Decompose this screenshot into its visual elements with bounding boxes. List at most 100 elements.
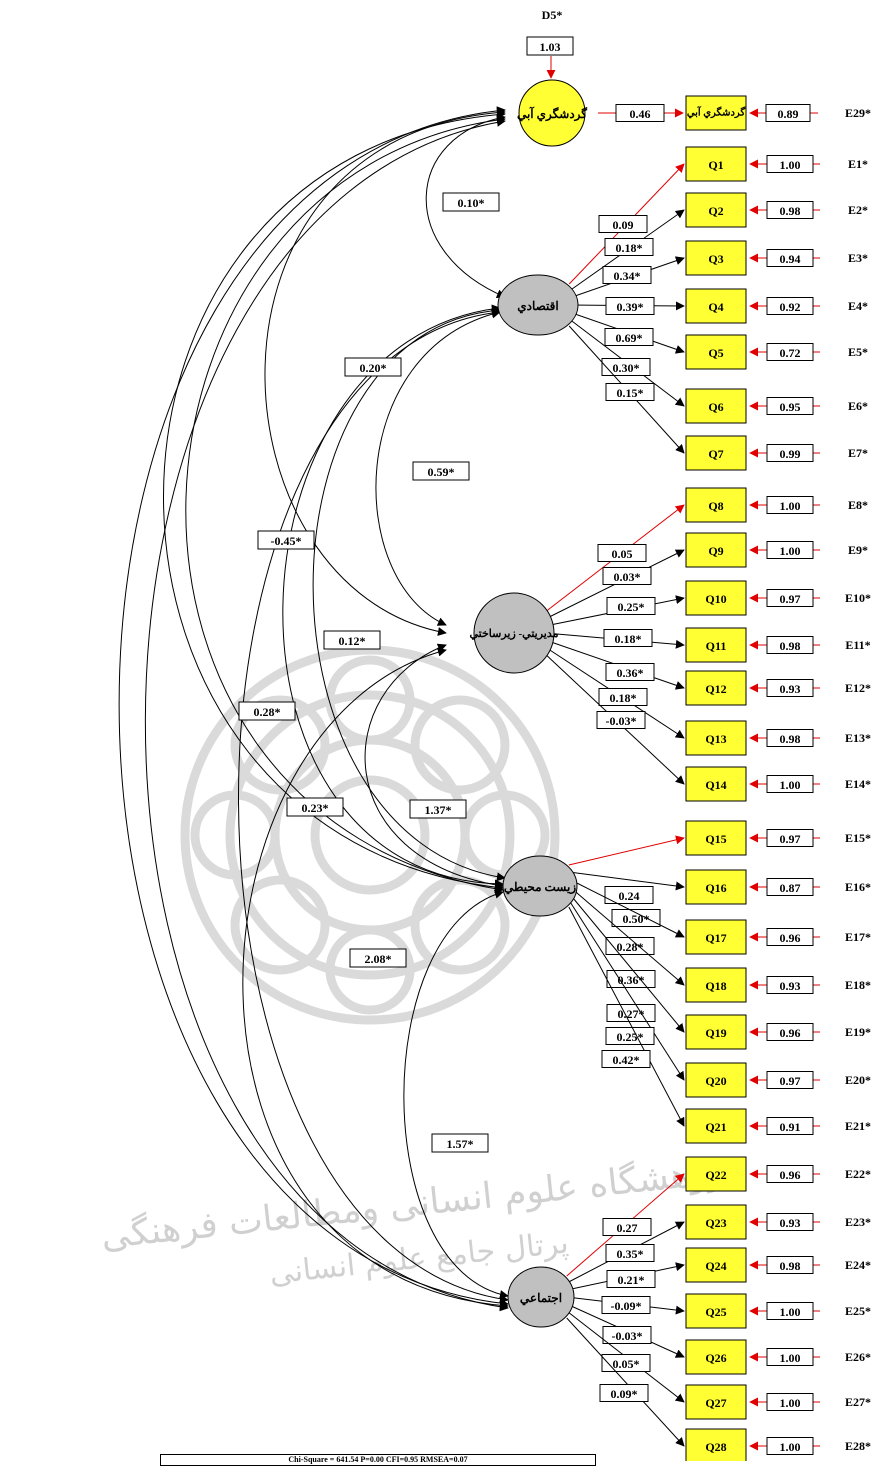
covariance-label: 1.57* [431, 1133, 489, 1153]
error-variance: 0.93 [766, 1213, 814, 1231]
error-variance: 0.99 [766, 444, 814, 462]
loading-label-text: 0.69* [616, 331, 643, 345]
indicator-q23: Q23 [685, 1204, 747, 1240]
indicator-label: Q23 [705, 1216, 726, 1230]
indicator-box [685, 288, 747, 324]
error-variance: 0.97 [766, 1071, 814, 1089]
error-variance-box [766, 249, 814, 267]
loading-label-text: 0.15* [617, 386, 644, 400]
loading-label-box [611, 909, 661, 927]
indicator-box [685, 1293, 747, 1329]
loading-label: 0.25* [605, 1027, 655, 1045]
indicator-label: Q21 [705, 1120, 726, 1134]
error-label: E27* [845, 1395, 871, 1409]
loading-label-text: 0.24 [619, 889, 640, 903]
error-label: E18* [845, 978, 871, 992]
covariance-label: 0.20* [344, 357, 402, 377]
covariance-label-text: 0.28* [254, 705, 281, 719]
latent-ellipse [518, 79, 586, 147]
covariance-label: -0.45* [257, 530, 315, 550]
indicator-label: Q20 [705, 1074, 726, 1088]
loading-label-box [601, 1354, 651, 1372]
latent-l0: گردشگري آبي [517, 79, 587, 147]
loading-label: 0.05* [601, 1354, 651, 1372]
error-variance-box [766, 1213, 814, 1231]
error-variance-text: 0.92 [780, 300, 801, 314]
error-variance-box [766, 729, 814, 747]
error-label: E9* [848, 543, 868, 557]
loading-label-text: 0.27* [618, 1007, 645, 1021]
error-variance-box [766, 155, 814, 173]
covariance-label-text: 0.10* [458, 196, 485, 210]
indicator-q10: Q10 [685, 580, 747, 616]
loading-label-box [603, 629, 653, 647]
loading-label: -0.03* [602, 1326, 652, 1344]
covariance-label: 0.28* [238, 701, 296, 721]
loading-label: 0.36* [605, 663, 655, 681]
indicator-box [685, 967, 747, 1003]
error-label: E17* [845, 930, 871, 944]
error-variance: 0.97 [766, 829, 814, 847]
disturbance-label: D5* [542, 8, 563, 22]
indicator-box [685, 240, 747, 276]
loading-label-box [596, 711, 646, 729]
covariance-arc [144, 117, 509, 1312]
loading-label-text: 0.42* [613, 1053, 640, 1067]
indicator-box [685, 1384, 747, 1420]
error-label: E13* [845, 731, 871, 745]
loading-label-text: 0.21* [618, 1273, 645, 1287]
loading-label-text: -0.03* [606, 714, 637, 728]
loading-label: 0.21* [606, 1270, 656, 1288]
covariance-label-box [323, 630, 381, 650]
error-variance: 0.89 [765, 104, 811, 122]
loading-label-box [606, 597, 656, 615]
covariance-label: 0.12* [323, 630, 381, 650]
indicator-q1: Q1 [685, 146, 747, 182]
loading-label: 0.30* [601, 358, 651, 376]
loading-path [568, 906, 685, 1127]
loading-label-box [602, 266, 652, 284]
indicator-q22: Q22 [685, 1156, 747, 1192]
error-variance-box [766, 397, 814, 415]
indicator-q26: Q26 [685, 1339, 747, 1375]
covariance-arc [163, 110, 506, 892]
loading-label-box [599, 1384, 649, 1402]
loading-path [568, 885, 685, 986]
error-variance-text: 0.89 [778, 107, 799, 121]
indicator-label: Q27 [705, 1396, 726, 1410]
loading-path [568, 892, 685, 1033]
indicator-label: Q12 [705, 682, 726, 696]
covariance-label-box [257, 530, 315, 550]
loading-label: 0.05 [597, 544, 647, 562]
latent-l2: مديريتي- زيرساختي [469, 592, 559, 674]
indicator-q27: Q27 [685, 1384, 747, 1420]
error-variance: 0.98 [766, 636, 814, 654]
indicator-box [685, 1247, 747, 1283]
error-variance-text: 0.93 [780, 1216, 801, 1230]
indicator-box [685, 1014, 747, 1050]
indicator-q12: Q12 [685, 670, 747, 706]
error-variance-box [766, 1023, 814, 1041]
covariance-label: 0.10* [442, 192, 500, 212]
loading-label-text: 0.36* [617, 666, 644, 680]
loading-path [568, 899, 685, 1081]
error-variance: 0.95 [766, 397, 814, 415]
indicator-label: Q25 [705, 1305, 726, 1319]
covariance-arcs [118, 106, 509, 1312]
error-variance-box [766, 297, 814, 315]
covariance-label-text: 0.23* [302, 801, 329, 815]
loading-label-text: 0.09 [613, 218, 634, 232]
error-label: E7* [848, 446, 868, 460]
covariance-label: 1.37* [409, 799, 467, 819]
latent-l3: زيست محيطي [502, 855, 578, 917]
covariance-arc [282, 304, 504, 889]
error-variance: 1.00 [766, 775, 814, 793]
loading-label: 0.18* [603, 629, 653, 647]
error-variance-box [766, 1348, 814, 1366]
loading-label-box [605, 297, 655, 315]
indicator-label: Q3 [708, 252, 723, 266]
error-variance-text: 0.99 [780, 447, 801, 461]
error-variance-text: 0.93 [780, 979, 801, 993]
loading-paths: 0.460.090.18*0.34*0.39*0.69*0.30*0.15*0.… [544, 56, 820, 1451]
latent-ellipse [507, 1266, 575, 1328]
